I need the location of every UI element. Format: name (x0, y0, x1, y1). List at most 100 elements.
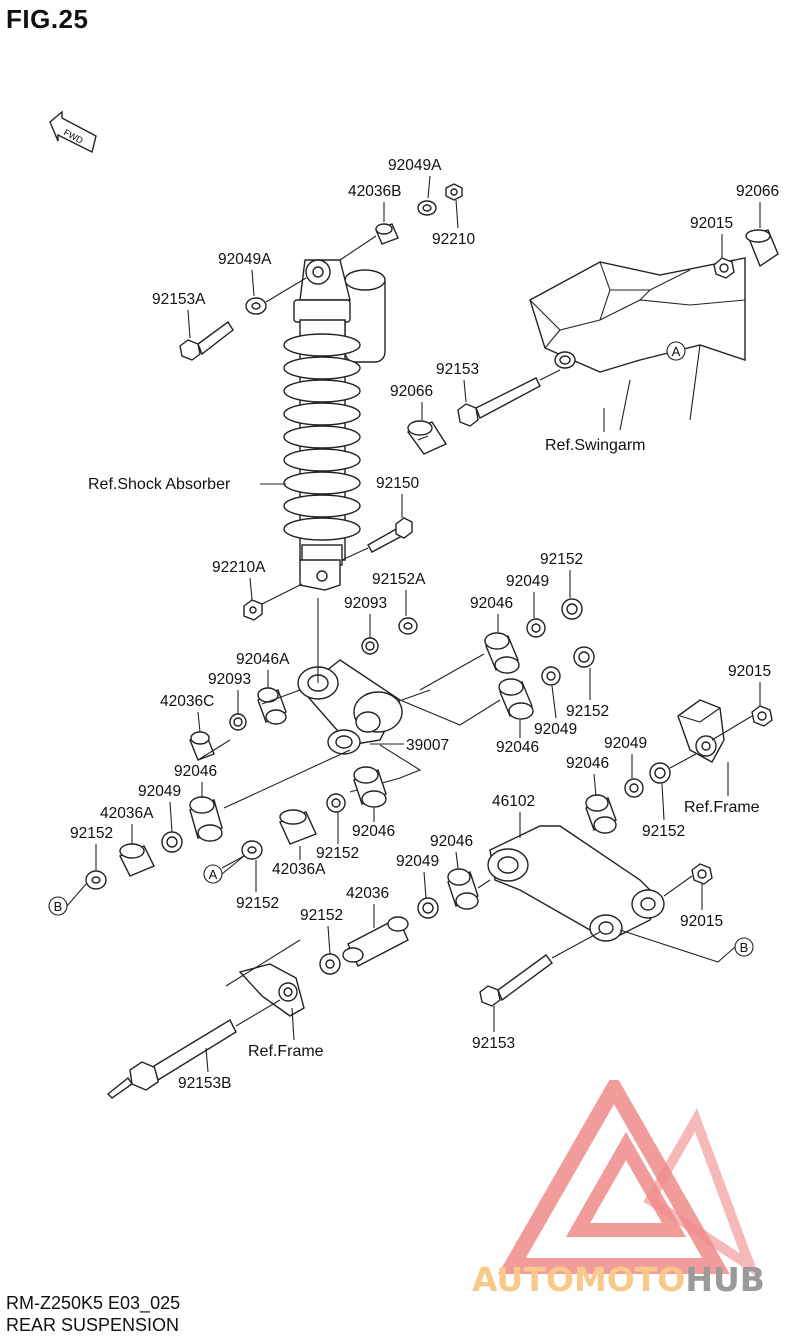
spring-coils (283, 333, 361, 541)
washer-92152-mid (573, 646, 595, 668)
label-92046a: 92046A (236, 651, 290, 668)
label-92049a-left: 92049A (218, 251, 272, 268)
caption: RM-Z250K5 E03_025 REAR SUSPENSION (6, 1292, 180, 1336)
seal-92093-lower (229, 713, 247, 731)
label-92049a-top: 92049A (388, 157, 442, 174)
automotohub-logo-icon (498, 1080, 760, 1279)
washer-92049-left (161, 831, 183, 853)
bearing-92046-lever-lower (447, 868, 479, 910)
ref-frame-bottom: Ref.Frame (248, 1043, 324, 1060)
label-92046-lever: 92046 (566, 755, 609, 772)
marker-b-right: B (734, 937, 754, 957)
label-92066-mid: 92066 (390, 383, 433, 400)
marker-b-left: B (48, 896, 68, 916)
seal-92093-upper (361, 637, 379, 655)
label-92152-upper: 92152 (540, 551, 583, 568)
label-92152-bottom: 92152 (300, 907, 343, 924)
ref-swingarm: Ref.Swingarm (545, 437, 645, 454)
svg-text:B: B (740, 940, 749, 955)
watermark-text: AUTOMOTOHUB (472, 1260, 765, 1299)
bearing-92046-lever (585, 794, 617, 834)
label-92049-mid: 92049 (534, 721, 577, 738)
frame-bracket-right (677, 699, 725, 763)
bolt-92150 (367, 517, 413, 553)
ref-shock-absorber: Ref.Shock Absorber (88, 476, 231, 493)
bearing-92046-left (189, 796, 223, 842)
label-39007: 39007 (406, 737, 449, 754)
shock-absorber-drawing (283, 259, 386, 591)
marker-a-swingarm: A (666, 341, 686, 361)
label-92046-lever-lower: 92046 (430, 833, 473, 850)
label-92049-lever: 92049 (396, 853, 439, 870)
label-42036b: 42036B (348, 183, 401, 200)
fwd-arrow-icon: FWD (49, 110, 97, 154)
label-92049-center: 92152 (316, 845, 359, 862)
bolt-92153-swingarm (457, 369, 561, 427)
collar-42036a-center (279, 809, 317, 845)
washer-92152-bottom (319, 953, 341, 975)
nut-92015-top (713, 257, 735, 279)
swingarm-drawing (529, 257, 746, 431)
nut-92210 (445, 183, 463, 201)
washer-92152-right (649, 762, 671, 784)
label-92093-lower: 92093 (208, 671, 251, 688)
label-92015-right: 92015 (728, 663, 771, 680)
label-92015-lever: 92015 (680, 913, 723, 930)
svg-text:B: B (54, 899, 63, 914)
watermark-text-part1: AUTOMOTO (472, 1260, 686, 1299)
bearing-92046a (257, 687, 287, 725)
washer-92049-right (624, 778, 644, 798)
svg-text:A: A (209, 867, 218, 882)
label-92210: 92210 (432, 231, 475, 248)
label-92049-right: 92049 (604, 735, 647, 752)
caption-section: REAR SUSPENSION (6, 1315, 180, 1335)
washer-92152-center (241, 840, 263, 860)
label-92153-lower: 92153 (472, 1035, 515, 1052)
part-labels: 92049A 42036B 92210 92066 92015 92049A 9… (70, 157, 779, 1092)
label-46102: 46102 (492, 793, 535, 810)
washer-92152a (398, 617, 418, 635)
label-92046-center: 92046 (352, 823, 395, 840)
bushing-42036b (375, 223, 399, 245)
collar-42036 (342, 916, 409, 967)
nut-92015-right (751, 705, 773, 727)
frame-bracket-bottom (225, 939, 305, 1017)
washer-92049-center (326, 793, 346, 813)
nut-92210a (243, 599, 263, 621)
label-42036c: 42036C (160, 693, 214, 710)
washer-92049-upper (526, 618, 546, 638)
cap-92066-mid (406, 420, 448, 455)
collar-42036c (189, 731, 215, 761)
svg-text:A: A (672, 344, 681, 359)
label-92150: 92150 (376, 475, 419, 492)
collar-42036a-left (119, 843, 155, 877)
bolt-92153a (179, 320, 234, 361)
caption-model: RM-Z250K5 E03_025 (6, 1293, 181, 1313)
bearing-92046-mid (498, 678, 534, 720)
label-92153a: 92153A (152, 291, 206, 308)
label-92152-left: 92152 (70, 825, 113, 842)
washer-92049a-top (417, 200, 437, 216)
figure-title: FIG.25 (6, 4, 89, 34)
washer-92049-mid (541, 666, 561, 686)
label-92152-right: 92152 (642, 823, 685, 840)
washer-92152-upper (561, 598, 583, 620)
label-42036a-center: 42036A (272, 861, 326, 878)
label-92046-mid: 92046 (496, 739, 539, 756)
label-92015-top: 92015 (690, 215, 733, 232)
label-92049-left: 92049 (138, 783, 181, 800)
label-92093-upper: 92093 (344, 595, 387, 612)
cap-92066-top (745, 229, 779, 268)
label-92049-upper: 92049 (506, 573, 549, 590)
label-92153b: 92153B (178, 1075, 231, 1092)
label-92152a: 92152A (372, 571, 426, 588)
nut-92015-lever (691, 863, 713, 885)
marker-a-left: A (203, 864, 223, 884)
label-42036: 42036 (346, 885, 389, 902)
washer-92049-lever (417, 897, 439, 919)
label-92153-swingarm: 92153 (436, 361, 479, 378)
bearing-92046-upper (484, 632, 520, 674)
bolt-92153b (106, 1019, 237, 1099)
ref-frame-right: Ref.Frame (684, 799, 760, 816)
